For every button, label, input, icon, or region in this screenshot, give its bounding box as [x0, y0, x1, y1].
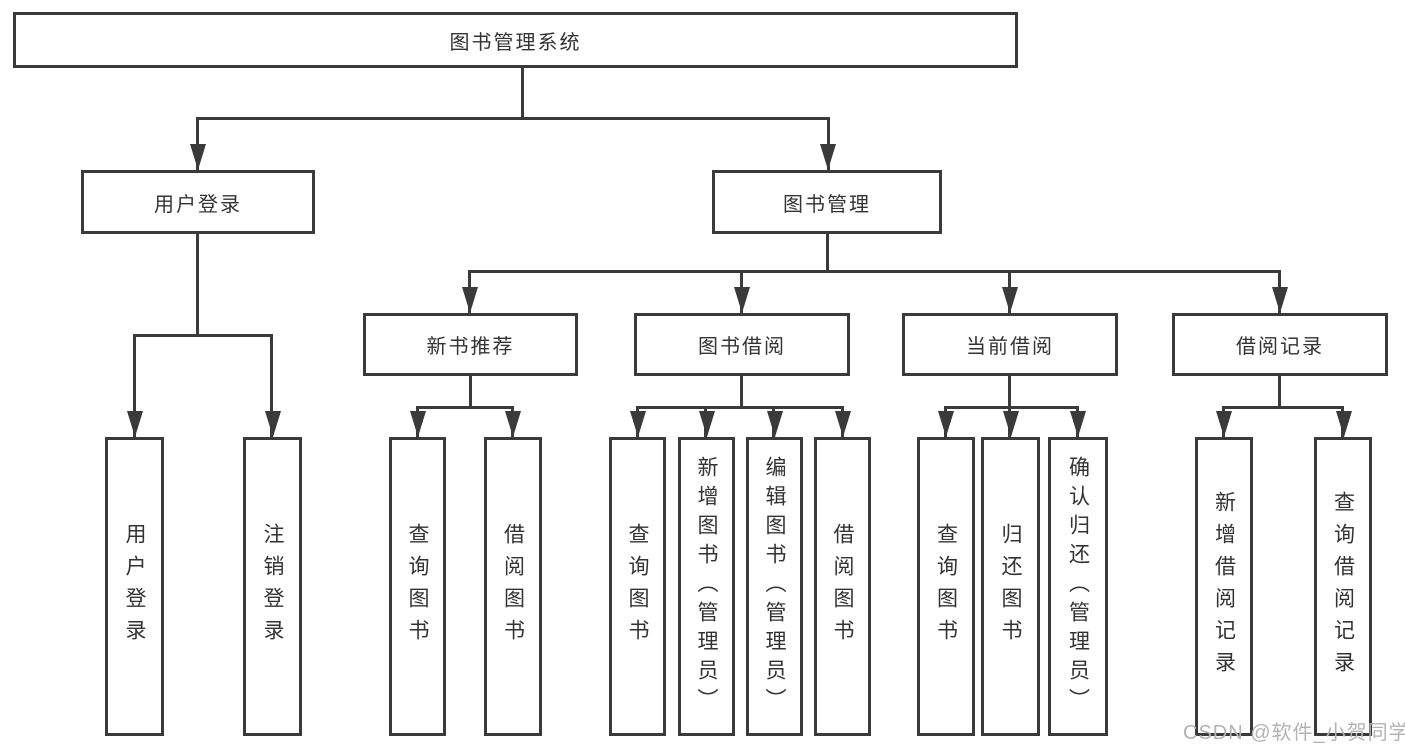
arrow-down-icon [410, 411, 426, 437]
connector-borrow-rail [636, 406, 844, 409]
leaf-query-borrow-record-label: 查询借阅记录 [1331, 490, 1355, 683]
connector-stem-leaf [133, 334, 136, 437]
node-current-borrow-label: 当前借阅 [966, 336, 1054, 358]
leaf-query-books-recommend: 查询图书 [389, 437, 446, 736]
connector-current-rail [944, 406, 1079, 409]
leaf-add-borrow-record-label: 新增借阅记录 [1212, 490, 1236, 683]
arrow-down-icon [1272, 287, 1288, 313]
leaf-query-books-current: 查询图书 [917, 437, 975, 736]
leaf-user-login: 用户登录 [105, 437, 164, 736]
connector-user-login-rail [133, 334, 273, 337]
node-user-login-label: 用户登录 [154, 193, 242, 216]
node-user-login: 用户登录 [81, 170, 315, 234]
leaf-edit-book-admin-label: 编辑图书（管理员） [763, 456, 786, 717]
node-book-borrow: 图书借阅 [634, 313, 850, 376]
leaf-add-book-admin: 新增图书（管理员） [678, 437, 735, 736]
leaf-logout-label: 注销登录 [261, 522, 284, 651]
arrow-down-icon [265, 411, 281, 437]
node-borrow-records: 借阅记录 [1172, 313, 1388, 376]
arrow-down-icon [505, 411, 521, 437]
connector-level1-rail [197, 117, 830, 120]
node-current-borrow: 当前借阅 [902, 313, 1118, 376]
leaf-borrow-books-recommend-label: 借阅图书 [501, 522, 525, 651]
connector-records-rail [1222, 406, 1344, 409]
arrow-down-icon [699, 411, 715, 437]
connector-level3-rail [468, 270, 1280, 273]
arrow-down-icon [1336, 411, 1352, 437]
arrow-down-icon [1003, 411, 1019, 437]
leaf-add-book-admin-label: 新增图书（管理员） [695, 456, 718, 717]
connector-recommend-drop [469, 376, 472, 408]
csdn-watermark: CSDN @软件_小贺同学 [1183, 722, 1405, 744]
node-book-borrow-label: 图书借阅 [698, 336, 786, 358]
connector-recommend-rail [416, 406, 514, 409]
connector-root-drop [521, 67, 524, 119]
leaf-query-books-recommend-label: 查询图书 [406, 522, 429, 651]
connector-records-drop [1278, 375, 1281, 408]
leaf-borrow-books: 借阅图书 [814, 437, 871, 736]
leaf-user-login-label: 用户登录 [123, 522, 146, 651]
arrow-down-icon [1216, 411, 1232, 437]
node-borrow-records-label: 借阅记录 [1236, 336, 1324, 358]
node-root: 图书管理系统 [13, 12, 1018, 68]
leaf-logout: 注销登录 [243, 437, 302, 736]
arrow-down-icon [190, 144, 206, 170]
arrow-down-icon [630, 411, 646, 437]
leaf-query-books-current-label: 查询图书 [934, 522, 958, 651]
node-new-book-recommend-label: 新书推荐 [426, 336, 515, 358]
leaf-confirm-return-admin-label: 确认归还（管理员） [1066, 456, 1090, 717]
node-book-management: 图书管理 [712, 170, 942, 234]
connector-stem-leaf [270, 334, 273, 437]
connector-stem-user-login [196, 117, 199, 170]
node-book-management-label: 图书管理 [783, 193, 871, 216]
arrow-down-icon [734, 287, 750, 313]
arrow-down-icon [1002, 287, 1018, 313]
arrow-down-icon [127, 411, 143, 437]
leaf-add-borrow-record: 新增借阅记录 [1195, 437, 1253, 736]
leaf-edit-book-admin: 编辑图书（管理员） [746, 437, 803, 736]
arrow-down-icon [767, 411, 783, 437]
connector-current-drop [1008, 376, 1011, 408]
arrow-down-icon [938, 411, 954, 437]
arrow-down-icon [1070, 411, 1086, 437]
leaf-confirm-return-admin: 确认归还（管理员） [1048, 437, 1108, 736]
leaf-query-books-borrow: 查询图书 [609, 437, 666, 736]
leaf-borrow-books-recommend: 借阅图书 [484, 437, 542, 736]
connector-stem-book-management [827, 117, 830, 170]
leaf-query-books-borrow-label: 查询图书 [626, 522, 649, 651]
leaf-return-book: 归还图书 [981, 437, 1040, 736]
leaf-query-borrow-record: 查询借阅记录 [1314, 437, 1372, 736]
arrow-down-icon [835, 411, 851, 437]
node-new-book-recommend: 新书推荐 [363, 313, 578, 376]
arrow-down-icon [462, 287, 478, 313]
connector-user-login-drop [196, 233, 199, 336]
connector-book-management-drop [826, 233, 829, 272]
arrow-down-icon [820, 144, 836, 170]
node-root-label: 图书管理系统 [449, 31, 582, 54]
connector-borrow-drop [740, 375, 743, 408]
leaf-borrow-books-label: 借阅图书 [831, 522, 854, 651]
leaf-return-book-label: 归还图书 [999, 522, 1022, 651]
